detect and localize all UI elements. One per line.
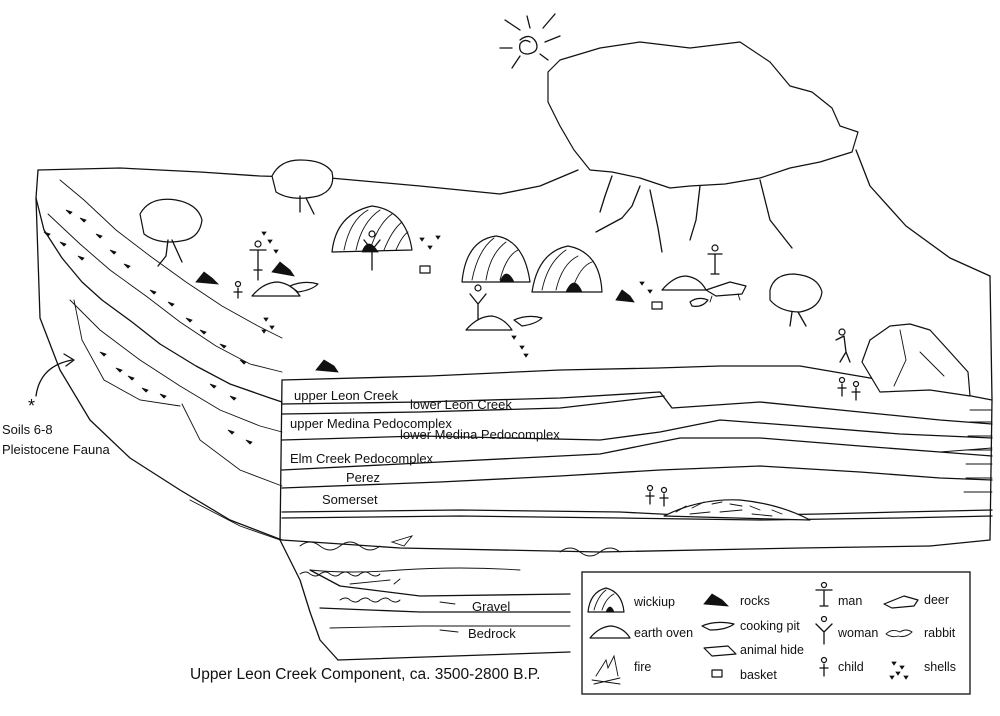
child-figure xyxy=(233,280,243,299)
legend: wickiup earth oven fire rocks cooking pi… xyxy=(581,571,971,695)
large-tree-icon xyxy=(547,41,859,253)
label-upper-medina: upper Medina Pedocomplex xyxy=(290,416,452,431)
child-figure xyxy=(645,484,655,505)
man-figure xyxy=(835,328,851,363)
man-figure xyxy=(707,244,723,275)
legend-man-icon xyxy=(815,581,833,607)
legend-deer-icon xyxy=(883,595,919,609)
legend-earth-oven-label: earth oven xyxy=(634,626,693,640)
deer-icon xyxy=(705,281,747,303)
legend-shells-label: shells xyxy=(924,660,956,674)
buried-cooking-pit xyxy=(663,499,811,521)
tree-icon xyxy=(769,273,823,327)
child-figure xyxy=(837,376,847,397)
legend-earth-oven-icon xyxy=(589,625,631,639)
cooking-pit xyxy=(289,281,543,327)
legend-animal-hide-icon xyxy=(703,645,737,657)
child-figure xyxy=(851,380,861,401)
man-figure xyxy=(249,240,267,281)
block-outline xyxy=(35,149,993,661)
earth-oven xyxy=(251,281,301,297)
label-perez: Perez xyxy=(346,470,380,485)
strata-lines xyxy=(281,391,993,521)
legend-shells-icon xyxy=(889,661,909,680)
water-lines xyxy=(299,535,621,573)
legend-wickiup-label: wickiup xyxy=(633,595,675,609)
legend-rocks-icon xyxy=(703,593,730,607)
legend-child-icon xyxy=(819,656,829,677)
gravel-bedrock xyxy=(299,569,571,633)
legend-woman-icon xyxy=(815,615,833,645)
wickiup-hut xyxy=(331,205,413,253)
label-bedrock: Bedrock xyxy=(468,626,516,641)
legend-wickiup-icon xyxy=(587,587,625,613)
legend-deer-label: deer xyxy=(924,593,949,607)
label-upper-leon-creek: upper Leon Creek xyxy=(294,388,399,403)
legend-animal-hide-label: animal hide xyxy=(740,643,804,657)
tree-icon xyxy=(139,198,203,267)
legend-rabbit-label: rabbit xyxy=(924,626,956,640)
label-elm-creek: Elm Creek Pedocomplex xyxy=(290,451,434,466)
label-lower-leon-creek: lower Leon Creek xyxy=(410,397,512,412)
legend-basket-label: basket xyxy=(740,668,777,682)
annotation-arrow xyxy=(35,353,75,397)
legend-woman-label: woman xyxy=(837,626,878,640)
side-note-line1: Soils 6-8 xyxy=(2,422,53,437)
star-marker: * xyxy=(28,396,35,416)
legend-man-label: man xyxy=(838,594,862,608)
earth-oven xyxy=(661,275,707,291)
legend-child-label: child xyxy=(838,660,864,674)
side-note-line2: Pleistocene Fauna xyxy=(2,442,110,457)
woman-figure xyxy=(469,284,487,321)
rock-outcrop xyxy=(861,323,971,397)
tree-icon xyxy=(271,159,334,215)
wickiup-hut xyxy=(461,235,531,283)
rabbit-icon xyxy=(689,297,709,307)
earth-oven xyxy=(465,315,513,331)
shells xyxy=(255,231,653,358)
legend-basket-icon xyxy=(711,669,723,678)
label-lower-medina: lower Medina Pedocomplex xyxy=(400,427,560,442)
legend-cooking-pit-label: cooking pit xyxy=(740,619,800,633)
legend-fire-label: fire xyxy=(634,660,651,674)
rocks xyxy=(195,261,635,373)
legend-rabbit-icon xyxy=(885,629,913,638)
sun-icon xyxy=(499,13,561,69)
legend-fire-icon xyxy=(591,654,621,685)
label-somerset: Somerset xyxy=(322,492,378,507)
child-figure xyxy=(659,486,669,507)
basket-icon xyxy=(419,265,663,310)
legend-cooking-pit-icon xyxy=(701,621,735,631)
woman-figure xyxy=(363,230,381,271)
wickiup-hut xyxy=(531,245,603,293)
fossil-marks xyxy=(43,209,253,445)
label-gravel: Gravel xyxy=(472,599,510,614)
legend-rocks-label: rocks xyxy=(740,594,770,608)
caption: Upper Leon Creek Component, ca. 3500-280… xyxy=(190,666,540,683)
